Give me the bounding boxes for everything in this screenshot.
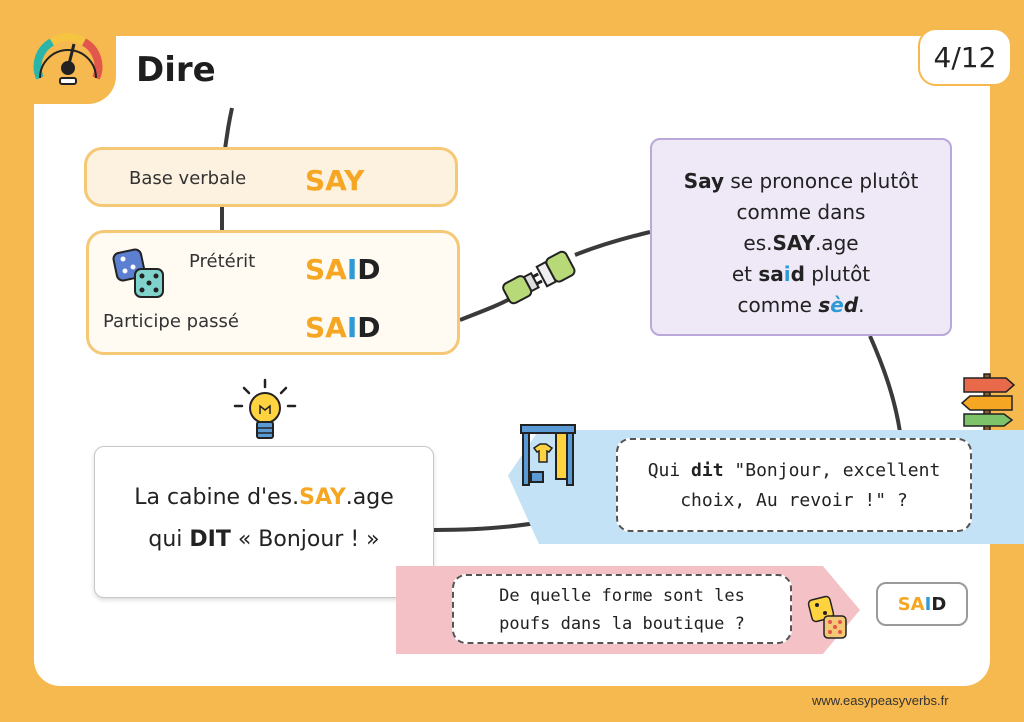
question-2-line-1: De quelle forme sont les bbox=[499, 586, 745, 606]
footer-url: www.easypeasyverbs.fr bbox=[812, 693, 949, 708]
lightbulb-icon bbox=[233, 378, 297, 439]
question-1-line-2: choix, Au revoir !" ? bbox=[680, 490, 908, 511]
preterit-value: SAID bbox=[305, 253, 381, 286]
past-forms-box: Prétérit SAID Participe passé SAID bbox=[86, 230, 460, 355]
page-counter: 4/12 bbox=[918, 28, 1012, 86]
dice-small-icon bbox=[807, 595, 847, 639]
page-title: Dire bbox=[136, 50, 216, 90]
gauge-icon bbox=[33, 32, 103, 85]
base-form-value: SAY bbox=[305, 164, 365, 197]
participle-label: Participe passé bbox=[103, 311, 239, 332]
base-form-label: Base verbale bbox=[129, 168, 247, 189]
mnemonic-box: La cabine d'es.SAY.age qui DIT « Bonjour… bbox=[94, 446, 434, 598]
pron-line-5: comme sèd. bbox=[737, 293, 865, 317]
question-2: De quelle forme sont les poufs dans la b… bbox=[452, 574, 792, 644]
mnemonic-line-2: qui DIT « Bonjour ! » bbox=[148, 527, 380, 552]
signpost-icon bbox=[960, 373, 1016, 434]
preterit-label: Prétérit bbox=[189, 251, 256, 272]
pronunciation-box: Say se prononce plutôt comme dans es.SAY… bbox=[650, 138, 952, 336]
question-1: Qui dit "Bonjour, excellent choix, Au re… bbox=[616, 438, 972, 532]
pron-line-3: es.SAY.age bbox=[743, 231, 859, 255]
question-1-line-1: Qui dit "Bonjour, excellent bbox=[647, 460, 941, 481]
gauge-tab bbox=[0, 0, 116, 104]
participle-value: SAID bbox=[305, 311, 381, 344]
dice-icon bbox=[112, 248, 164, 298]
plug-icon bbox=[502, 250, 576, 305]
pron-line-1: Say se prononce plutôt bbox=[683, 169, 919, 193]
base-form-box: Base verbale SAY bbox=[84, 147, 458, 207]
fitting-room-icon bbox=[520, 424, 576, 486]
mnemonic-line-1: La cabine d'es.SAY.age bbox=[134, 485, 394, 510]
pron-line-2: comme dans bbox=[736, 200, 866, 224]
question-2-line-2: poufs dans la boutique ? bbox=[499, 614, 745, 634]
pron-line-4: et said plutôt bbox=[731, 262, 871, 286]
